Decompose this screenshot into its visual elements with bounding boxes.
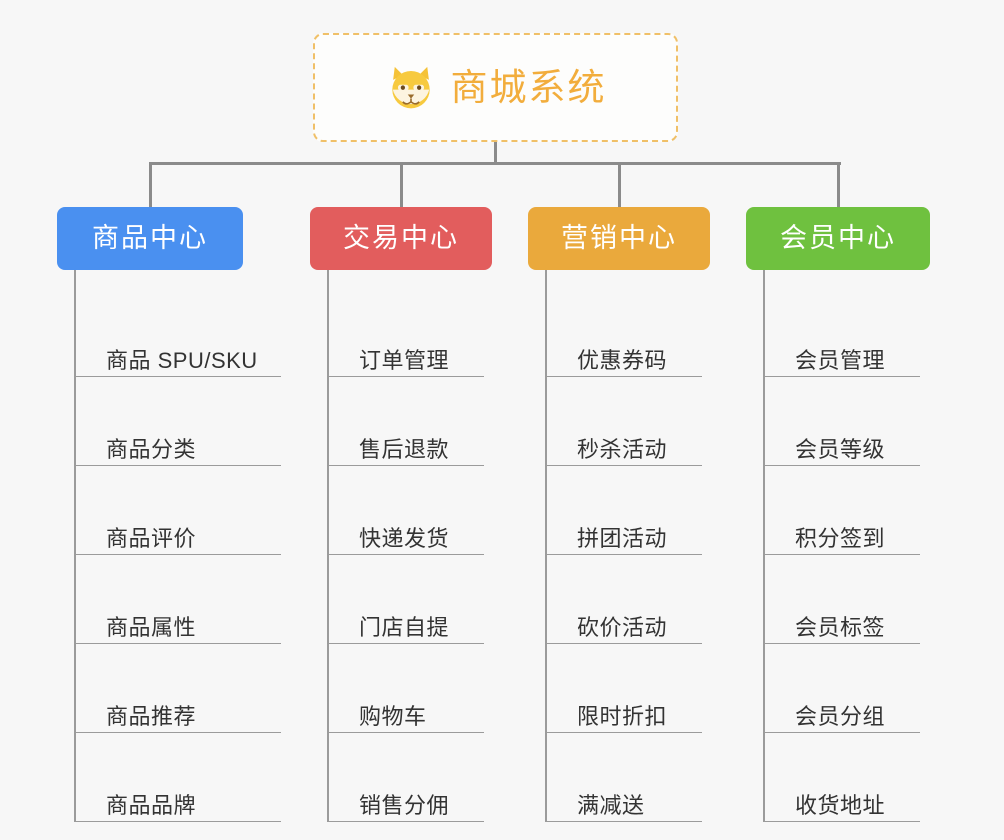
leaf-item[interactable]: 商品 SPU/SKU: [76, 288, 281, 377]
shiba-dog-emoji-icon: [391, 66, 430, 108]
leaf-item[interactable]: 积分签到: [765, 466, 930, 555]
leaf-item-label: 拼团活动: [577, 525, 668, 551]
leaf-item[interactable]: 商品推荐: [76, 644, 281, 733]
leaf-item[interactable]: 销售分佣: [329, 733, 492, 822]
connector-drop-1: [149, 162, 152, 208]
leaf-item[interactable]: 商品属性: [76, 555, 281, 644]
leaf-item-label: 售后退款: [359, 436, 450, 462]
leaf-item-label: 优惠券码: [577, 347, 668, 373]
connector-drop-3: [618, 162, 621, 208]
leaf-item-label: 积分签到: [795, 525, 886, 551]
connector-drop-2: [400, 162, 403, 208]
leaf-item-label: 满减送: [577, 792, 645, 818]
leaf-item[interactable]: 商品分类: [76, 377, 281, 466]
leaf-item-label: 秒杀活动: [577, 436, 668, 462]
leaf-item-label: 商品属性: [106, 614, 197, 640]
leaf-item[interactable]: 门店自提: [329, 555, 492, 644]
leaf-item-label: 限时折扣: [577, 703, 668, 729]
branch-header-1[interactable]: 商品中心: [57, 207, 243, 270]
leaf-item-label: 购物车: [359, 703, 427, 729]
leaf-item-label: 商品推荐: [106, 703, 197, 729]
leaf-item[interactable]: 拼团活动: [547, 466, 710, 555]
connector-drop-4: [837, 162, 840, 208]
leaf-item[interactable]: 满减送: [547, 733, 710, 822]
leaf-item-label: 商品评价: [106, 525, 197, 551]
leaf-item[interactable]: 商品评价: [76, 466, 281, 555]
branch-header-3[interactable]: 营销中心: [528, 207, 710, 270]
leaf-item[interactable]: 优惠券码: [547, 288, 710, 377]
leaf-item-label: 会员标签: [795, 614, 886, 640]
leaf-list-1: 商品 SPU/SKU 商品分类商品评价商品属性商品推荐商品品牌: [74, 270, 281, 822]
leaf-item-label: 砍价活动: [577, 614, 668, 640]
leaf-item[interactable]: 秒杀活动: [547, 377, 710, 466]
leaf-item-label: 门店自提: [359, 614, 450, 640]
branch-header-4[interactable]: 会员中心: [746, 207, 930, 270]
root-node[interactable]: 商城系统: [313, 33, 678, 142]
leaf-list-3: 优惠券码秒杀活动拼团活动砍价活动限时折扣满减送: [545, 270, 710, 822]
leaf-item[interactable]: 售后退款: [329, 377, 492, 466]
leaf-item-label: 商品品牌: [106, 792, 197, 818]
branch-column-1: 商品中心 商品 SPU/SKU 商品分类商品评价商品属性商品推荐商品品牌: [57, 207, 281, 822]
leaf-item[interactable]: 购物车: [329, 644, 492, 733]
leaf-item[interactable]: 订单管理: [329, 288, 492, 377]
branch-header-2[interactable]: 交易中心: [310, 207, 492, 270]
leaf-item-label: 会员管理: [795, 347, 886, 373]
leaf-item[interactable]: 会员等级: [765, 377, 930, 466]
leaf-item-label: 销售分佣: [359, 792, 450, 818]
root-title: 商城系统: [450, 67, 607, 108]
leaf-item[interactable]: 会员管理: [765, 288, 930, 377]
leaf-item-label: 会员等级: [795, 436, 886, 462]
leaf-item[interactable]: 砍价活动: [547, 555, 710, 644]
leaf-item[interactable]: 会员分组: [765, 644, 930, 733]
leaf-item[interactable]: 商品品牌: [76, 733, 281, 822]
connector-bus: [150, 162, 841, 165]
leaf-list-2: 订单管理售后退款快递发货门店自提购物车销售分佣: [327, 270, 492, 822]
leaf-list-4: 会员管理会员等级积分签到会员标签会员分组收货地址: [763, 270, 930, 822]
leaf-item[interactable]: 限时折扣: [547, 644, 710, 733]
leaf-item[interactable]: 会员标签: [765, 555, 930, 644]
leaf-item-label: 收货地址: [795, 792, 886, 818]
leaf-item-label: 会员分组: [795, 703, 886, 729]
branch-column-2: 交易中心 订单管理售后退款快递发货门店自提购物车销售分佣: [310, 207, 492, 822]
branch-column-4: 会员中心 会员管理会员等级积分签到会员标签会员分组收货地址: [746, 207, 930, 822]
branch-column-3: 营销中心 优惠券码秒杀活动拼团活动砍价活动限时折扣满减送: [528, 207, 710, 822]
leaf-item-label: 商品分类: [106, 436, 197, 462]
leaf-item-label: 快递发货: [359, 525, 450, 551]
connector-root-stem: [494, 142, 497, 164]
leaf-item-label: 订单管理: [359, 347, 450, 373]
leaf-item-label: 商品 SPU/SKU: [106, 347, 258, 373]
leaf-item[interactable]: 快递发货: [329, 466, 492, 555]
leaf-item[interactable]: 收货地址: [765, 733, 930, 822]
